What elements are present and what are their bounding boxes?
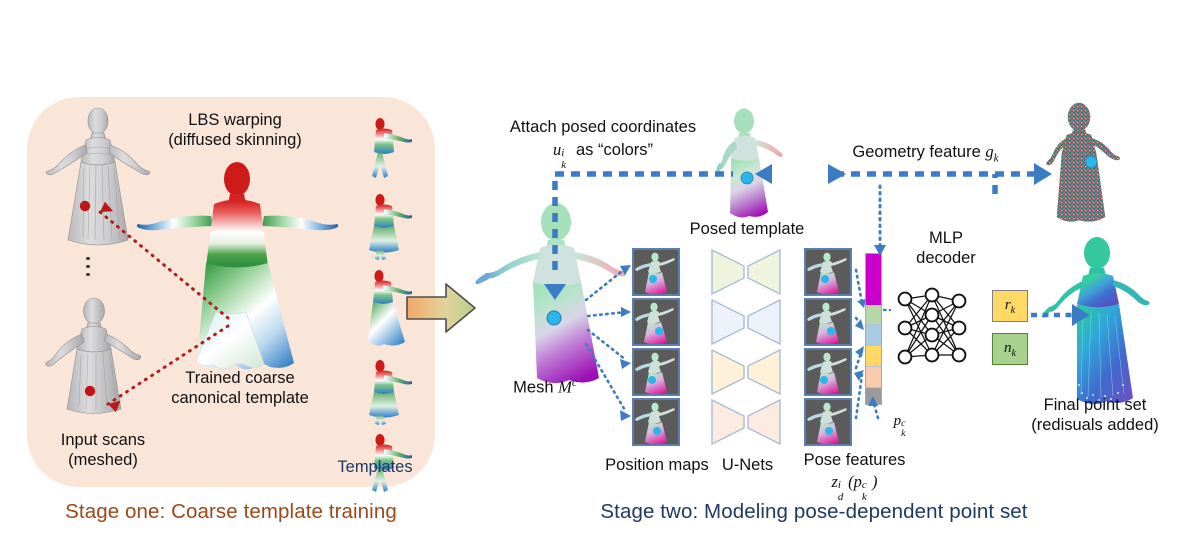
trained-template-line2: canonical template (171, 389, 309, 408)
position-map-tile-3 (632, 348, 680, 396)
canonical-mesh-figure (470, 200, 650, 385)
nk-symbol: n (1003, 340, 1012, 356)
stage-two-caption: Stage two: Modeling pose-dependent point… (455, 500, 1173, 524)
geometry-feature-text: Geometry feature (852, 143, 986, 161)
pose-features-paren-close: ) (872, 472, 878, 492)
mlp-line1: MLP (929, 229, 963, 247)
normal-output-box: nk (992, 333, 1028, 365)
rk-symbol: r (1004, 297, 1011, 313)
attach-line2-tail: as “colors” (571, 141, 654, 160)
final-point-set-line2: (redisuals added) (1031, 416, 1159, 435)
u-net-2 (710, 298, 782, 351)
u-net-3 (710, 348, 782, 401)
concatenated-feature-vector (865, 253, 882, 405)
template-thumb-3 (344, 268, 414, 348)
pose-features-z: z (831, 472, 838, 492)
pose-feature-tile-1 (804, 248, 852, 296)
textured-scan-figure (1035, 102, 1125, 227)
templates-label: Templates (320, 457, 430, 477)
input-scans-line2: (meshed) (68, 451, 138, 470)
stage-two-caption-text: Stage two: Modeling pose-dependent point… (600, 500, 1028, 523)
u-net-4 (710, 398, 782, 451)
template-thumb-2 (348, 192, 412, 262)
nk-sub: k (1011, 348, 1017, 359)
geometry-feature-label: Geometry feature gk (818, 142, 1033, 166)
mlp-network-graph (893, 283, 971, 373)
stage-one-caption: Stage one: Coarse template training (27, 500, 435, 524)
pose-features-line1: Pose features (803, 451, 906, 469)
mesh-label-text: Mesh (513, 378, 559, 397)
mesh-m-symbol: M (558, 377, 572, 397)
attach-line1: Attach posed coordinates (509, 118, 697, 136)
posed-template-figure (705, 108, 785, 220)
geometry-feature-sub: k (993, 152, 999, 165)
final-point-set-figure (1035, 235, 1165, 410)
lbs-warping-line1: LBS warping (188, 111, 282, 129)
pose-feature-segment-1 (866, 306, 881, 325)
mesh-label: Mesh Mc (480, 377, 610, 398)
pose-feature-segment-3 (866, 346, 881, 367)
u-nets-label-text: U-Nets (721, 456, 774, 474)
template-thumb-4 (348, 358, 412, 428)
pose-feature-segment-2 (866, 325, 881, 346)
stage-one-caption-text: Stage one: Coarse template training (65, 500, 397, 523)
trained-template-line1: Trained coarse (185, 369, 295, 387)
input-scans-line1: Input scans (60, 431, 146, 449)
final-point-set-line1: Final point set (1043, 396, 1147, 414)
trained-template-label: Trained coarse canonical template (140, 368, 340, 408)
mlp-line2: decoder (916, 249, 976, 268)
u-net-1 (710, 248, 782, 301)
geometry-feature-g: g (985, 142, 994, 161)
posed-template-label-text: Posed template (689, 220, 805, 238)
templates-label-text: Templates (337, 458, 413, 476)
mesh-sup: c (571, 377, 577, 389)
u-nets-label: U-Nets (700, 455, 795, 475)
lbs-warping-line2: (diffused skinning) (168, 131, 302, 150)
canonical-point-segment (866, 388, 881, 404)
canonical-template-skirt-detail (176, 311, 286, 374)
position-maps-label: Position maps (592, 455, 722, 475)
lbs-warping-label: LBS warping (diffused skinning) (120, 110, 350, 150)
pose-feature-tile-3 (804, 348, 852, 396)
posed-template-label: Posed template (672, 219, 822, 239)
mlp-decoder-label: MLP decoder (898, 228, 994, 268)
input-scans-label: Input scans (meshed) (28, 430, 178, 470)
stage-transition-arrow (404, 279, 479, 337)
attach-u-symbol: u (552, 140, 562, 160)
rk-sub: k (1010, 305, 1016, 316)
pose-feature-segment-4 (866, 367, 881, 388)
rk-formula: rk (1005, 296, 1015, 316)
pose-feature-tile-4 (804, 398, 852, 446)
position-map-tile-2 (632, 298, 680, 346)
pose-features-arg-p: p (853, 472, 862, 492)
position-maps-label-text: Position maps (605, 456, 709, 474)
pose-features-paren-open: ( (848, 472, 854, 492)
template-thumb-1 (348, 116, 412, 182)
input-scans-ellipsis (84, 252, 92, 282)
position-map-tile-1 (632, 248, 680, 296)
arrow-head-left-geometry (828, 164, 846, 184)
pose-feature-tile-2 (804, 298, 852, 346)
template-thumb-5 (348, 432, 412, 496)
position-map-tile-4 (632, 398, 680, 446)
residual-output-box: rk (992, 290, 1028, 322)
pkc-p: p (893, 413, 902, 429)
geometry-feature-segment (866, 254, 881, 306)
nk-formula: nk (1004, 339, 1016, 359)
final-point-set-label: Final point set (redisuals added) (1000, 395, 1190, 435)
